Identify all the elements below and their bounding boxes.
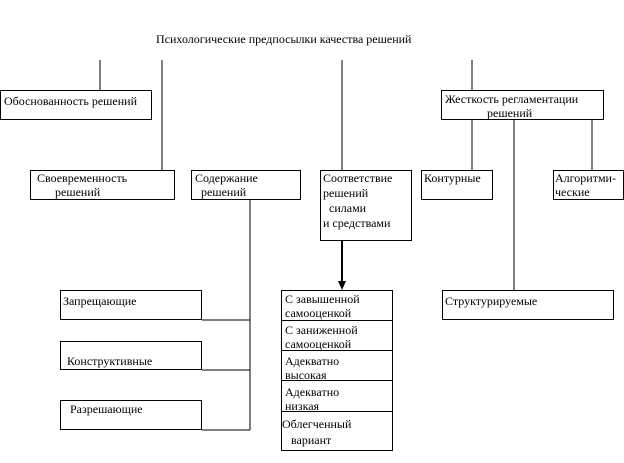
stack-box-4-label: Адекватно низкая <box>285 385 340 413</box>
box-razreshayushchie: Разрешающие <box>60 400 202 430</box>
stack-box-5: Облегченный вариант <box>281 411 393 451</box>
box-zhestkost-label: Жесткость регламентации решений <box>445 92 579 120</box>
box-soderzhanie: Содержание решений <box>191 170 301 200</box>
stack-box-4: Адекватно низкая <box>281 380 393 413</box>
arrow-head <box>338 281 346 290</box>
stack-box-3: Адекватно высокая <box>281 350 393 382</box>
box-sootvetstvie: Соответствие решений силами и средствами <box>320 170 412 241</box>
box-algoritmicheskie: Алгоритми- ческие <box>553 170 624 200</box>
box-zapreshchayushchie-label: Запрещающие <box>63 294 137 308</box>
stack-box-1: С завышенной самооценкой <box>281 290 393 321</box>
box-strukturiruemye: Структурируемые <box>442 290 614 320</box>
box-obosnovannost-label: Обоснованность решений <box>4 94 137 108</box>
box-sootvetstvie-label: Соответствие решений силами и средствами <box>323 171 393 230</box>
box-konturnye: Контурные <box>421 170 493 200</box>
stack-box-5-label: Облегченный вариант <box>282 417 352 447</box>
box-konturnye-label: Контурные <box>424 171 481 185</box>
box-soderzhanie-label: Содержание решений <box>195 171 258 199</box>
diagram-title: Психологические предпосылки качества реш… <box>156 32 412 46</box>
box-konstruktivnye-label: Конструктивные <box>67 354 153 368</box>
box-zapreshchayushchie: Запрещающие <box>60 290 202 320</box>
box-algoritmicheskie-label: Алгоритми- ческие <box>555 171 616 199</box>
stack-box-2-label: С заниженной самооценкой <box>285 323 358 351</box>
box-razreshayushchie-label: Разрешающие <box>70 402 143 416</box>
box-zhestkost: Жесткость регламентации решений <box>441 90 604 120</box>
stack-box-2: С заниженной самооценкой <box>281 320 393 351</box>
box-svoevremennost-label: Своевременность решений <box>37 171 128 199</box>
box-strukturiruemye-label: Структурируемые <box>445 294 538 308</box>
box-konstruktivnye: Конструктивные <box>60 341 202 370</box>
box-svoevremennost: Своевременность решений <box>30 170 175 200</box>
stack-box-3-label: Адекватно высокая <box>285 354 340 382</box>
box-obosnovannost: Обоснованность решений <box>0 90 152 120</box>
stack-box-1-label: С завышенной самооценкой <box>285 292 360 320</box>
